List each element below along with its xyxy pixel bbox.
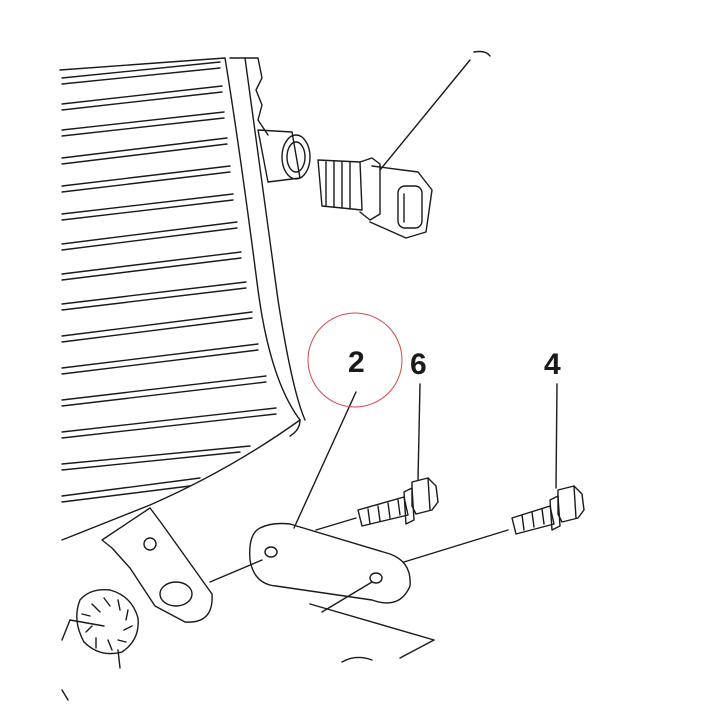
radiator-edge-fragment bbox=[61, 619, 71, 701]
assembly-line-left bbox=[209, 559, 263, 583]
leader-line-4 bbox=[555, 383, 558, 489]
highlight-circle bbox=[307, 312, 403, 408]
assembly-line-lower bbox=[321, 581, 373, 613]
link-bracket bbox=[249, 522, 411, 604]
assembly-line-bolt-4 bbox=[403, 529, 509, 563]
leader-line-6 bbox=[417, 383, 421, 481]
reference-frame bbox=[309, 603, 435, 663]
assembly-line-bolt-6 bbox=[315, 517, 357, 531]
callout-label-4: 4 bbox=[544, 348, 561, 381]
radiator-mount-tab bbox=[101, 507, 213, 623]
callout-label-2: 2 bbox=[348, 346, 365, 379]
leader-line-2 bbox=[293, 391, 357, 529]
bolt-4 bbox=[511, 485, 585, 535]
bolt-6 bbox=[357, 477, 439, 527]
temperature-sensor bbox=[317, 157, 433, 239]
callout-fragment-top bbox=[473, 50, 491, 57]
radiator bbox=[59, 57, 306, 541]
leader-line-top bbox=[379, 59, 471, 171]
radiator-fitting bbox=[257, 129, 311, 183]
callout-label-6: 6 bbox=[410, 348, 427, 381]
rubber-grommet bbox=[69, 589, 139, 669]
